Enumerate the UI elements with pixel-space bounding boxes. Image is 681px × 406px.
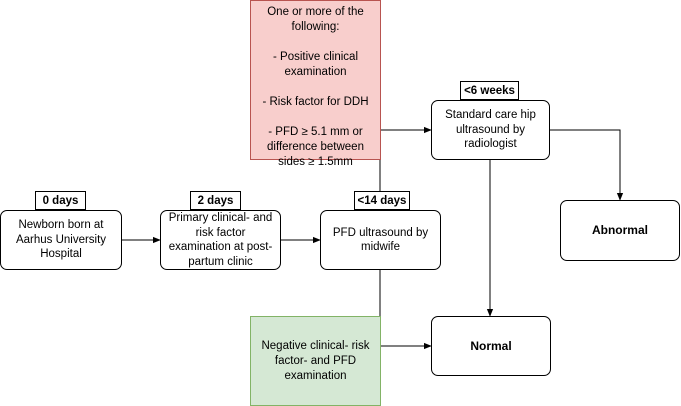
time-label: 2 days — [197, 194, 234, 207]
newborn-step-text: Newborn born at Aarhus University Hospit… — [15, 219, 107, 261]
criteria-heading: One or more of the following: — [267, 6, 364, 33]
negative-result-box: Negative clinical- risk factor- and PFD … — [250, 316, 381, 406]
normal-outcome-label: Normal — [470, 338, 512, 353]
primary-exam-box: Primary clinical- and risk factor examin… — [160, 210, 281, 270]
hip-ultrasound-box: Standard care hip ultrasound by radiolog… — [431, 100, 550, 160]
hip-ultrasound-text: Standard care hip ultrasound by radiolog… — [445, 109, 536, 151]
positive-criteria-box: One or more of the following: - Positive… — [250, 0, 381, 168]
pfd-ultrasound-box: PFD ultrasound by midwife — [320, 210, 441, 270]
time-tag-0-days: 0 days — [35, 191, 86, 210]
time-tag-6-weeks: <6 weeks — [460, 81, 519, 100]
criteria-item-pfd: - PFD ≥ 5.1 mm or difference between sid… — [267, 126, 364, 168]
criteria-item-risk-factor: - Risk factor for DDH — [262, 96, 369, 108]
primary-exam-text: Primary clinical- and risk factor examin… — [168, 212, 273, 268]
time-tag-2-days: 2 days — [190, 191, 241, 210]
abnormal-outcome-box: Abnormal — [560, 200, 680, 261]
arrow-hip-to-abnormal — [550, 129, 624, 201]
time-label: 0 days — [42, 194, 79, 207]
criteria-item-clinical: - Positive clinical examination — [273, 51, 358, 78]
newborn-step-box: Newborn born at Aarhus University Hospit… — [0, 210, 122, 270]
negative-result-text: Negative clinical- risk factor- and PFD … — [261, 339, 370, 382]
abnormal-outcome-label: Abnormal — [591, 223, 648, 238]
normal-outcome-box: Normal — [431, 316, 551, 376]
time-label: <6 weeks — [464, 84, 515, 97]
time-tag-14-days: <14 days — [354, 191, 410, 210]
pfd-ultrasound-text: PFD ultrasound by midwife — [332, 226, 429, 254]
time-label: <14 days — [357, 194, 407, 207]
